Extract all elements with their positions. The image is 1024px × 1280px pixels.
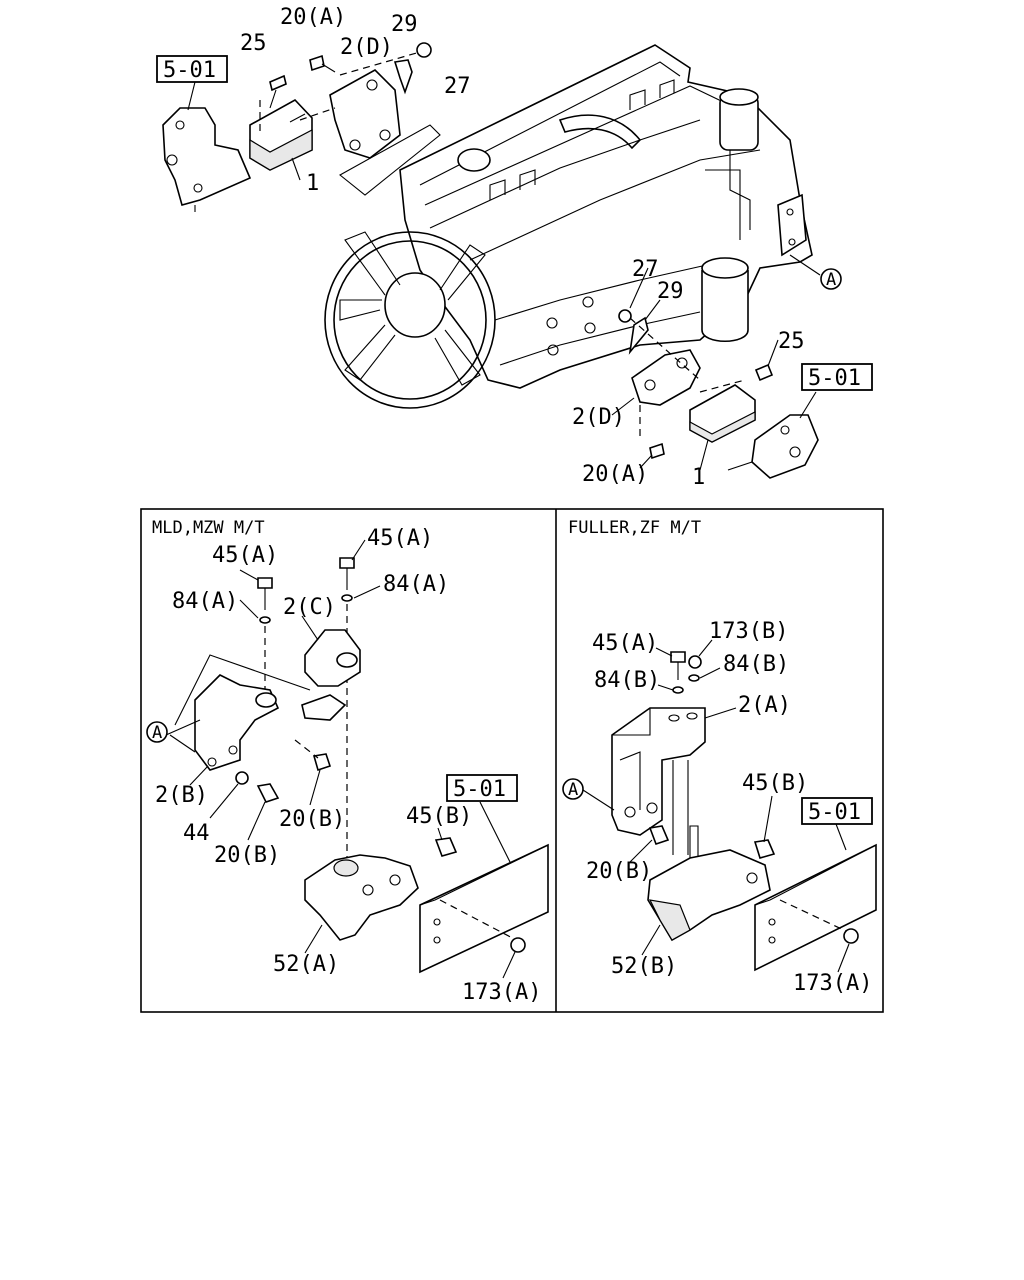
left-label-84a-1: 84(A) (172, 589, 238, 614)
circle-a-top: A (820, 268, 842, 290)
mount-group-lower-right (618, 309, 819, 479)
cooling-fan (324, 231, 496, 409)
label-2d-mid: 2(D) (572, 405, 625, 430)
label-2d-top: 2(D) (340, 35, 393, 60)
label-27-top: 27 (444, 74, 471, 99)
right-reference-5-01-text: 5-01 (808, 800, 861, 825)
reference-5-01-top-text: 5-01 (163, 58, 216, 83)
left-label-2b: 2(B) (155, 783, 208, 808)
left-reference-5-01-text: 5-01 (453, 777, 506, 802)
engine-assembly (399, 44, 813, 389)
reference-5-01-top: 5-01 (156, 55, 228, 83)
label-25-top: 25 (240, 31, 267, 56)
left-label-2c: 2(C) (283, 595, 336, 620)
right-label-45a: 45(A) (592, 631, 658, 656)
label-1-top: 1 (306, 171, 319, 196)
label-1-mid: 1 (692, 465, 705, 490)
right-circle-a: A (562, 778, 584, 800)
right-label-2a: 2(A) (738, 693, 791, 718)
left-circle-a-text: A (152, 723, 162, 743)
bottom-panels-frame (140, 508, 884, 1013)
right-panel-title: FULLER,ZF M/T (568, 518, 701, 538)
right-label-52b: 52(B) (611, 954, 677, 979)
right-reference-5-01: 5-01 (801, 797, 873, 825)
right-label-45b: 45(B) (742, 771, 808, 796)
reference-5-01-mid-text: 5-01 (808, 366, 861, 391)
left-label-173a: 173(A) (462, 980, 541, 1005)
left-reference-5-01: 5-01 (446, 774, 518, 802)
circle-a-top-text: A (826, 270, 836, 290)
left-panel-title: MLD,MZW M/T (152, 518, 265, 538)
mount-group-upper-left (162, 42, 441, 212)
label-29-top: 29 (391, 12, 418, 37)
left-label-45a-2: 45(A) (367, 526, 433, 551)
left-label-45b: 45(B) (406, 804, 472, 829)
left-label-44: 44 (183, 821, 210, 846)
label-29-mid: 29 (657, 279, 684, 304)
left-label-45a-1: 45(A) (212, 543, 278, 568)
reference-5-01-mid: 5-01 (801, 363, 873, 391)
right-label-84b-1: 84(B) (594, 668, 660, 693)
left-label-20b-2: 20(B) (214, 843, 280, 868)
label-20a-top: 20(A) (280, 5, 346, 30)
left-label-20b-1: 20(B) (279, 807, 345, 832)
right-label-173a: 173(A) (793, 971, 872, 996)
right-panel-parts (611, 651, 877, 972)
right-label-84b-2: 84(B) (723, 652, 789, 677)
label-27-mid: 27 (632, 257, 659, 282)
label-20a-mid: 20(A) (582, 462, 648, 487)
right-label-20b: 20(B) (586, 859, 652, 884)
right-circle-a-text: A (568, 780, 578, 800)
left-label-84a-2: 84(A) (383, 572, 449, 597)
right-label-173b: 173(B) (709, 619, 788, 644)
label-25-mid: 25 (778, 329, 805, 354)
left-circle-a: A (146, 721, 168, 743)
left-panel-parts (174, 557, 549, 974)
left-label-52a: 52(A) (273, 952, 339, 977)
